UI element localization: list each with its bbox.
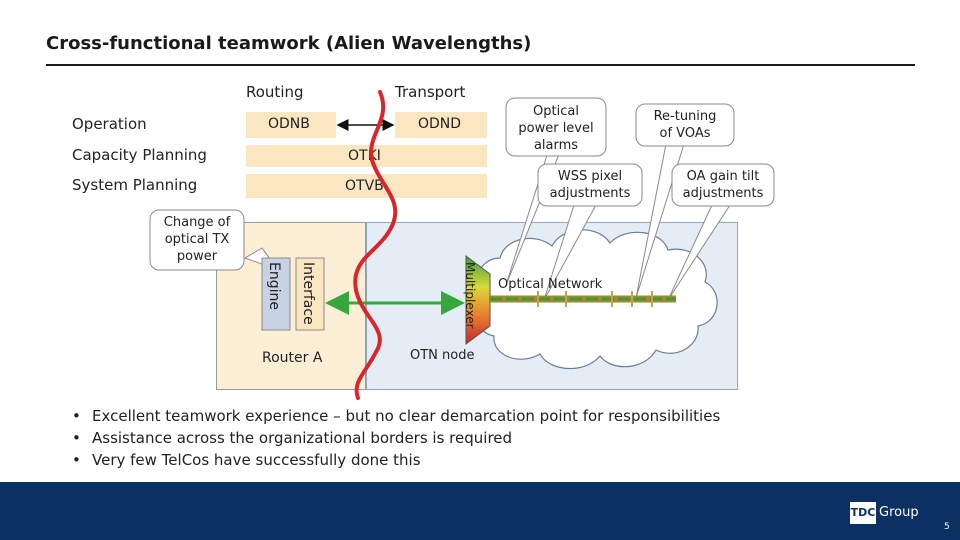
callout-retuning-bubble xyxy=(635,103,735,147)
bar-odnb-label: ODNB xyxy=(268,116,310,132)
bullet-list: •Excellent teamwork experience – but no … xyxy=(72,405,720,471)
callout-line: optical TX xyxy=(164,232,230,247)
bullet-text: Excellent teamwork experience – but no c… xyxy=(92,407,721,425)
callout-oa-gain-bubble xyxy=(671,163,775,207)
callout-line: alarms xyxy=(533,138,579,153)
bar-otki xyxy=(246,145,487,167)
optical-amplifier-ticks xyxy=(537,291,653,307)
engine-block xyxy=(261,257,291,331)
row-system-planning: System Planning xyxy=(72,176,198,194)
bullet-text: Very few TelCos have successfully done t… xyxy=(92,451,421,469)
router-a-label: Router A xyxy=(262,350,323,366)
callout-line: Re-tuning xyxy=(653,109,717,124)
bullet-item: •Very few TelCos have successfully done … xyxy=(72,451,421,469)
callout-change-tx-power: Change of optical TX power xyxy=(150,214,244,265)
callout-line: power level xyxy=(518,121,594,136)
title-rule xyxy=(46,64,915,66)
callout-re-tuning: Re-tuning of VOAs xyxy=(636,108,734,142)
bar-otvb-label: OTVB xyxy=(345,178,384,194)
bullet-item: •Excellent teamwork experience – but no … xyxy=(72,407,721,425)
interface-label: Interface xyxy=(300,262,316,325)
engine-label: Engine xyxy=(266,262,282,310)
otn-node-label: OTN node xyxy=(410,348,475,363)
bullet-item: •Assistance across the organizational bo… xyxy=(72,429,513,447)
callout-optical-alarms-bubble xyxy=(505,97,607,157)
multiplexer-label: Multiplexer xyxy=(463,262,477,329)
row-operation: Operation xyxy=(72,115,147,133)
page-number: 5 xyxy=(944,522,950,532)
tdc-logo-mark: TDC xyxy=(850,502,876,524)
callout-line: power xyxy=(176,249,218,264)
callout-optical-power-alarms: Optical power level alarms xyxy=(506,103,606,154)
row-capacity-planning: Capacity Planning xyxy=(72,146,207,164)
callout-line: Change of xyxy=(163,215,231,230)
demarcation-squiggle xyxy=(353,90,398,400)
column-transport: Transport xyxy=(395,83,466,101)
callout-wss-bubble xyxy=(537,163,643,207)
footer-bar xyxy=(0,482,960,540)
bar-odnb xyxy=(246,112,336,138)
callout-wss-pixel: WSS pixel adjustments xyxy=(538,168,642,202)
tdc-logo-word: Group xyxy=(879,505,919,520)
callout-line: OA gain tilt xyxy=(686,169,760,184)
callout-line: of VOAs xyxy=(659,126,711,141)
callout-line: adjustments xyxy=(682,186,764,201)
bar-odnd xyxy=(395,112,487,138)
callout-oa-gain-tilt: OA gain tilt adjustments xyxy=(672,168,774,202)
multiplexer-block xyxy=(465,255,491,345)
callout-line: Optical xyxy=(533,104,579,119)
callout-line: WSS pixel xyxy=(557,169,623,184)
optical-network-label: Optical Network xyxy=(498,277,603,292)
interface-block xyxy=(295,257,325,331)
column-routing: Routing xyxy=(246,83,304,101)
bullet-text: Assistance across the organizational bor… xyxy=(92,429,513,447)
slide-title: Cross-functional teamwork (Alien Wavelen… xyxy=(46,33,532,54)
callout-change-tx-power-bubble xyxy=(149,209,245,271)
callout-line: adjustments xyxy=(549,186,631,201)
bar-otvb xyxy=(246,174,487,198)
bar-odnd-label: ODND xyxy=(418,116,462,132)
